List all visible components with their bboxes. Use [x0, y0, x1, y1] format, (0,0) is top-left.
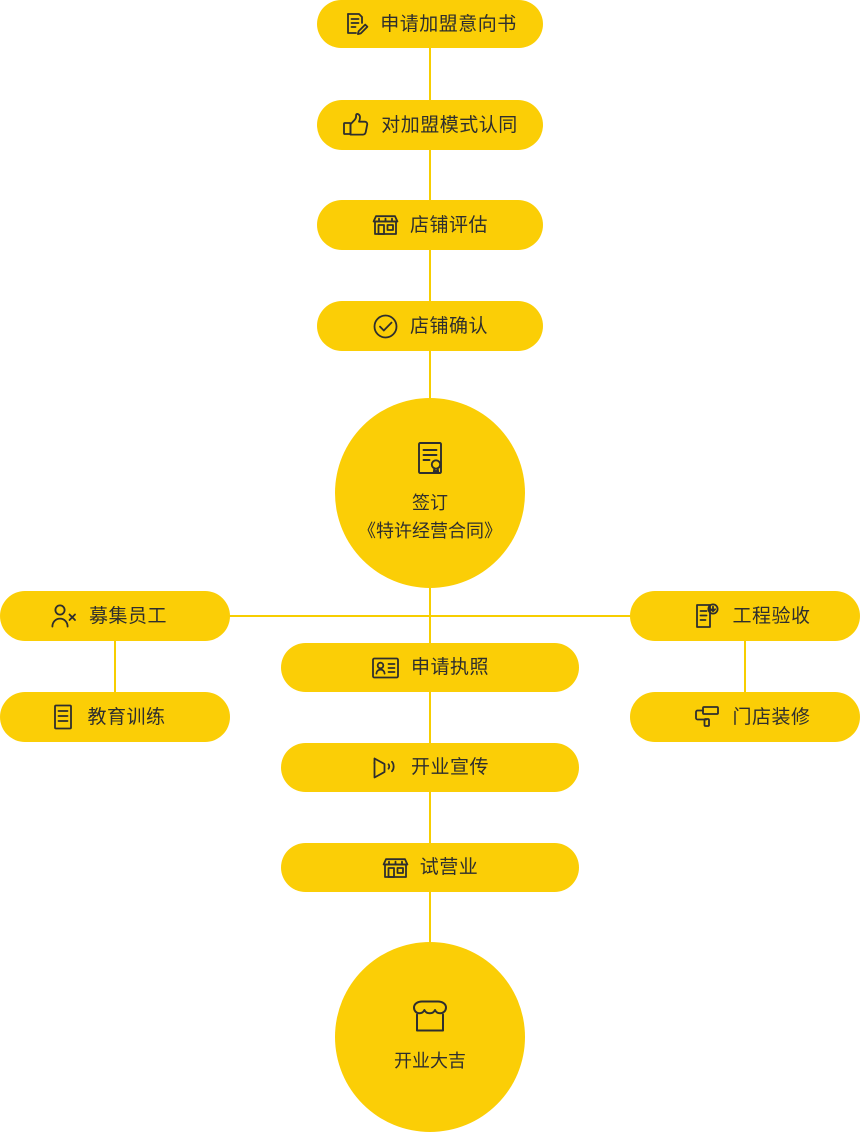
storefront-open-icon: [410, 998, 450, 1036]
node-apply-intent-letter[interactable]: 申请加盟意向书: [317, 0, 543, 48]
connector-n6-n7: [114, 641, 116, 692]
connector-n12-n13: [429, 892, 431, 943]
node-construction-acceptance[interactable]: 工程验收: [630, 591, 860, 641]
node-store-confirmation[interactable]: 店铺确认: [317, 301, 543, 351]
storefront-icon: [372, 212, 399, 238]
connector-n10-n11: [429, 692, 431, 743]
node-label: 签订 《特许经营合同》: [358, 493, 502, 541]
id-card-icon: [371, 656, 400, 680]
node-label: 募集员工: [88, 605, 167, 627]
node-opening-promotion[interactable]: 开业宣传: [281, 743, 579, 792]
connector-n2-n3: [429, 150, 431, 200]
node-label: 教育训练: [87, 706, 166, 728]
connector-branch-left: [229, 615, 430, 617]
check-circle-icon: [372, 313, 399, 340]
person-add-icon: [49, 603, 78, 630]
megaphone-icon: [371, 755, 400, 781]
node-store-decoration[interactable]: 门店装修: [630, 692, 860, 742]
contract-seal-icon: [413, 440, 447, 478]
connector-n3-n4: [429, 250, 431, 301]
node-label: 开业大吉: [394, 1051, 466, 1072]
connector-n1-n2: [429, 48, 431, 100]
storefront-icon: [382, 855, 409, 881]
node-label: 申请加盟意向书: [380, 13, 517, 35]
node-agree-franchise-model[interactable]: 对加盟模式认同: [317, 100, 543, 150]
node-label: 店铺确认: [409, 315, 488, 337]
node-label: 对加盟模式认同: [381, 114, 518, 136]
connector-n8-n9: [744, 641, 746, 692]
node-label: 申请执照: [410, 657, 489, 678]
node-apply-license[interactable]: 申请执照: [281, 643, 579, 692]
connector-branch-right: [429, 615, 631, 617]
node-education-training[interactable]: 教育训练: [0, 692, 230, 742]
connector-n4-n5: [429, 351, 431, 399]
book-lines-icon: [50, 703, 76, 731]
node-label: 开业宣传: [410, 757, 489, 778]
node-label: 店铺评估: [409, 214, 488, 236]
node-label: 试营业: [419, 857, 479, 878]
node-trial-operation[interactable]: 试营业: [281, 843, 579, 892]
node-label: 门店装修: [732, 706, 811, 728]
thumbs-up-icon: [342, 112, 370, 138]
node-store-assessment[interactable]: 店铺评估: [317, 200, 543, 250]
node-recruit-staff[interactable]: 募集员工: [0, 591, 230, 641]
paint-roller-icon: [693, 703, 721, 731]
node-grand-opening[interactable]: 开业大吉: [335, 942, 525, 1132]
document-edit-icon: [343, 11, 369, 37]
node-label: 工程验收: [732, 605, 811, 627]
connector-n11-n12: [429, 792, 431, 843]
node-sign-franchise-contract[interactable]: 签订 《特许经营合同》: [335, 398, 525, 588]
clipboard-check-icon: [693, 602, 721, 630]
